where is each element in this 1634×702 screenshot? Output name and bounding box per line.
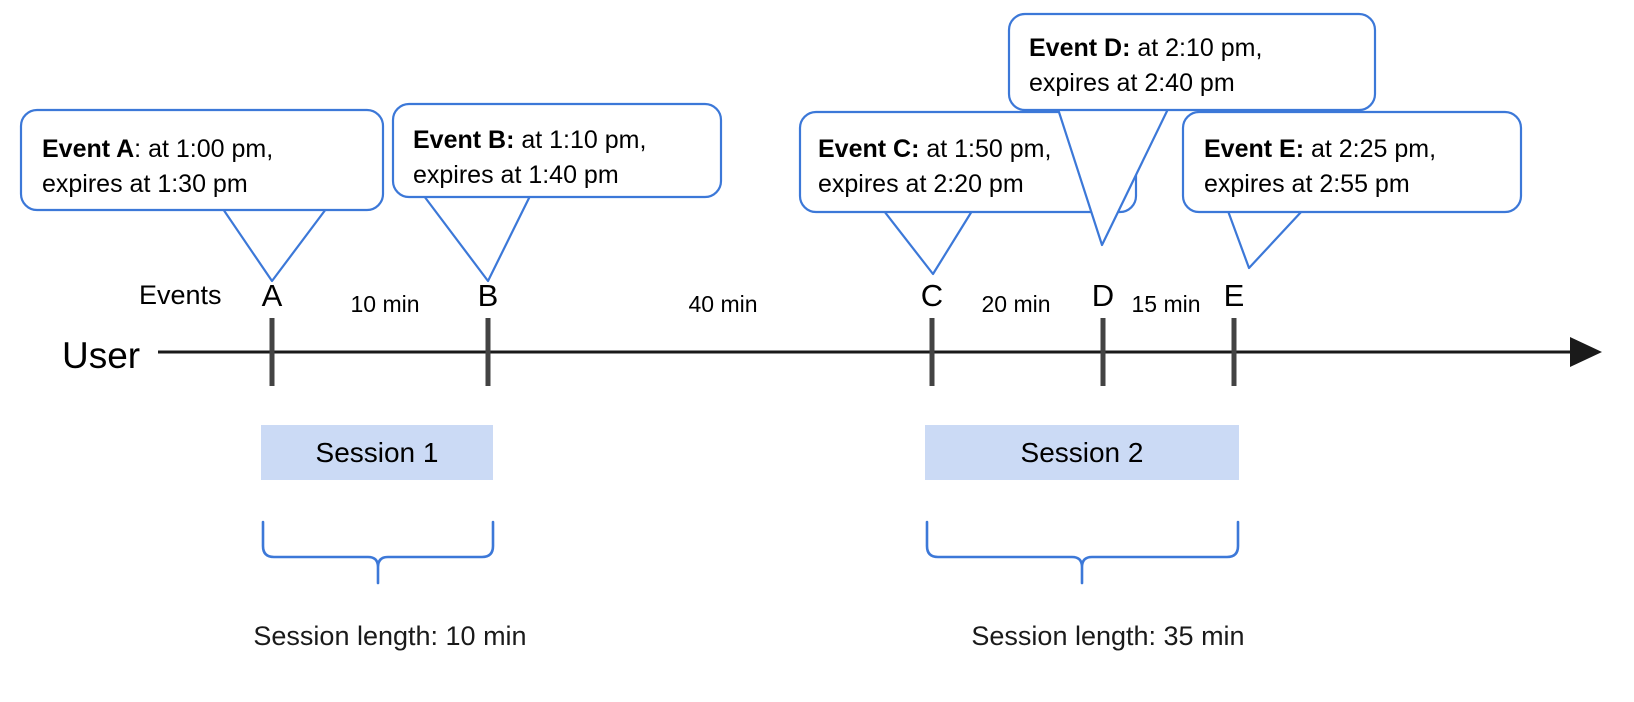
session-block-2[interactable]: Session 2 [925, 425, 1239, 480]
session-label-2: Session 2 [1021, 437, 1144, 468]
timeline-axis [158, 337, 1602, 367]
session-rect-1 [261, 425, 493, 480]
gap-label-a-b: 10 min [350, 291, 419, 317]
event-marker-e[interactable]: E [1224, 278, 1245, 386]
callout-rest-c: at 1:50 pm, [926, 135, 1051, 163]
session-brace-1 [261, 520, 495, 585]
session-length-label-2: Session length: 35 min [971, 621, 1244, 651]
callout-text-d-line1: Event D: at 2:10 pm, [1029, 34, 1262, 62]
callout-tail-c [882, 209, 974, 276]
callout-event-e[interactable]: Event E: at 2:25 pm, expires at 2:55 pm [1181, 110, 1523, 270]
callout-box-b [391, 102, 723, 199]
event-marker-a[interactable]: A [262, 278, 283, 386]
callout-text-c-line1: Event C: at 1:50 pm, [818, 135, 1051, 163]
event-letter-c: C [921, 278, 943, 313]
callout-event-b[interactable]: Event B: at 1:10 pm, expires at 1:40 pm [391, 102, 723, 283]
callout-rest-d: at 2:10 pm, [1137, 34, 1262, 62]
callout-box-d [1007, 12, 1377, 112]
callout-text-d-line2: expires at 2:40 pm [1029, 69, 1235, 97]
callout-sep-c [919, 135, 926, 163]
event-letter-e: E [1224, 278, 1245, 313]
callout-lead-c: Event C: [818, 135, 919, 163]
event-marker-d[interactable]: D [1092, 278, 1114, 386]
event-letter-d: D [1092, 278, 1114, 313]
callout-rest-a: at 1:00 pm, [148, 135, 273, 163]
event-marker-c[interactable]: C [921, 278, 943, 386]
session-block-1[interactable]: Session 1 [261, 425, 493, 480]
callout-tail-b [422, 194, 532, 283]
callout-rest-e: at 2:25 pm, [1311, 135, 1436, 163]
callout-tail-e [1226, 209, 1304, 270]
session-brace-2 [925, 520, 1240, 585]
events-row-label: Events [139, 280, 222, 310]
gap-label-b-c: 40 min [688, 291, 757, 317]
callout-lead-e: Event E: [1204, 135, 1304, 163]
callout-event-c[interactable]: Event C: at 1:50 pm, expires at 2:20 pm [798, 110, 1138, 276]
callout-sep-a: : [134, 135, 148, 163]
event-letter-a: A [262, 278, 283, 313]
user-row-label: User [62, 335, 140, 376]
callout-text-c-line2: expires at 2:20 pm [818, 170, 1024, 198]
callout-rest-b: at 1:10 pm, [521, 126, 646, 154]
callout-text-b-line1: Event B: at 1:10 pm, [413, 126, 646, 154]
callout-lead-b: Event B: [413, 126, 514, 154]
callout-box-e [1181, 110, 1523, 214]
callout-tail-a [221, 207, 328, 283]
callout-sep-d [1130, 34, 1137, 62]
callout-sep-e [1304, 135, 1311, 163]
callout-text-a-line2: expires at 1:30 pm [42, 170, 248, 198]
callout-event-d[interactable]: Event D: at 2:10 pm, expires at 2:40 pm [1007, 12, 1377, 247]
axis-arrow-icon [1570, 337, 1602, 367]
callout-lead-d: Event D: [1029, 34, 1130, 62]
event-marker-b[interactable]: B [478, 278, 499, 386]
callout-text-e-line2: expires at 2:55 pm [1204, 170, 1410, 198]
callout-lead-a: Event A [42, 135, 134, 163]
callout-sep-b [514, 126, 521, 154]
session-label-1: Session 1 [316, 437, 439, 468]
callout-text-b-line2: expires at 1:40 pm [413, 161, 619, 189]
session-length-label-1: Session length: 10 min [253, 621, 526, 651]
event-letter-b: B [478, 278, 499, 313]
callout-box-a [19, 108, 385, 212]
callout-text-e-line1: Event E: at 2:25 pm, [1204, 135, 1436, 163]
session-rect-2 [925, 425, 1239, 480]
callout-event-a[interactable]: Event A: at 1:00 pm, expires at 1:30 pm [19, 108, 385, 283]
gap-label-d-e: 15 min [1131, 291, 1200, 317]
gap-label-c-d: 20 min [981, 291, 1050, 317]
callout-text-a-line1: Event A: at 1:00 pm, [42, 135, 273, 163]
